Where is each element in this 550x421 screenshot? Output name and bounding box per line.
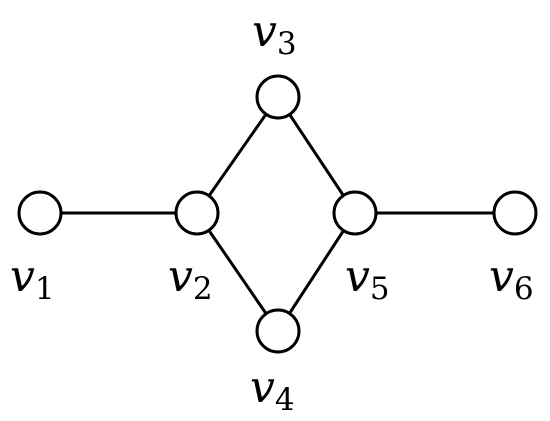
edge-layer — [38, 95, 517, 333]
node-label-v6: v6 — [489, 251, 534, 307]
node-v6 — [492, 190, 538, 236]
node-v4 — [255, 308, 301, 354]
node-label-v6-index: 6 — [514, 271, 534, 307]
node-label-v4-letter: v — [250, 362, 275, 413]
node-label-v3-index: 3 — [277, 26, 297, 62]
node-label-v1: v1 — [10, 251, 55, 307]
edge-v4-v5 — [276, 211, 357, 333]
label-layer: v3 v1 v2 v5 v6 v4 — [10, 6, 534, 418]
node-label-v3-letter: v — [252, 6, 277, 57]
node-label-v3: v3 — [252, 6, 297, 62]
node-label-v2: v2 — [168, 251, 213, 307]
node-label-v5-letter: v — [345, 251, 370, 302]
node-v5 — [332, 190, 378, 236]
node-v1 — [17, 190, 63, 236]
node-label-v6-letter: v — [489, 251, 514, 302]
node-label-v4: v4 — [250, 362, 295, 418]
node-label-v5: v5 — [345, 251, 390, 307]
node-v3 — [255, 74, 301, 120]
node-label-v4-index: 4 — [275, 382, 295, 418]
node-label-v2-index: 2 — [193, 271, 213, 307]
node-label-v2-letter: v — [168, 251, 193, 302]
node-label-v5-index: 5 — [370, 271, 390, 307]
node-label-v1-letter: v — [10, 251, 35, 302]
edge-v3-v5 — [276, 95, 357, 215]
edge-v2-v3 — [195, 95, 280, 215]
node-label-v1-index: 1 — [35, 271, 55, 307]
node-layer — [17, 74, 538, 354]
node-v2 — [174, 190, 220, 236]
edge-v2-v4 — [195, 211, 280, 333]
